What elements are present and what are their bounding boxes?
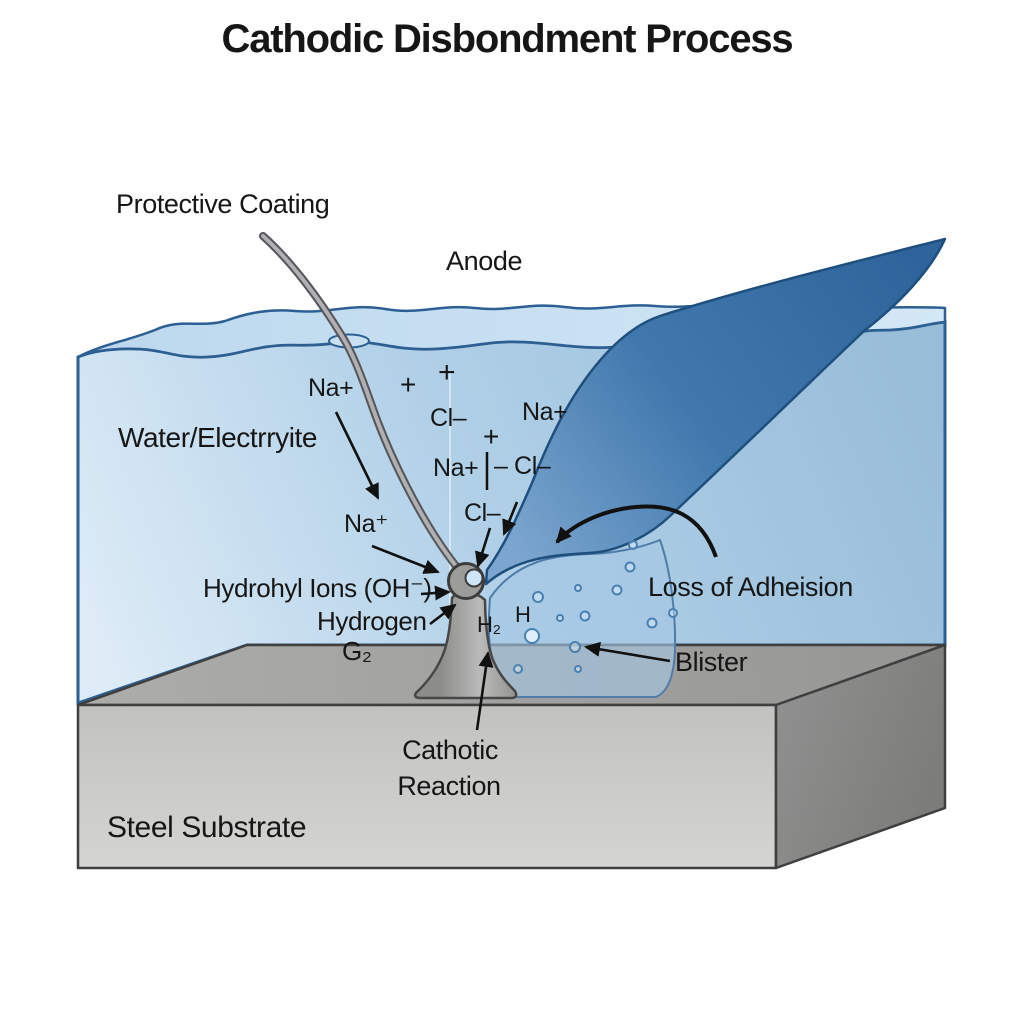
hydroxyl-arrow: [420, 585, 451, 601]
na-ion-3: Na+: [433, 454, 479, 482]
water-electrolyte-label: Water/Electrryite: [118, 422, 318, 453]
substrate-side-face: [774, 643, 947, 870]
loss-of-adhesion-curved-arrow: [555, 504, 718, 558]
plus-sign-2: +: [438, 356, 456, 389]
plus-sign-1: +: [400, 369, 416, 400]
na-ion-4: Na⁺: [344, 510, 388, 538]
hydrogen-arrow: [429, 603, 457, 626]
hydroxyl-ions-label: Hydrohyl Ions (OH⁻): [203, 573, 432, 603]
protective-coating-label: Protective Coating: [116, 189, 330, 219]
blister-arrow: [584, 641, 671, 663]
na-to-defect-arrow: [371, 544, 440, 574]
blister-label: Blister: [675, 647, 748, 677]
cl-ion-1: Cl–: [430, 404, 467, 432]
na-migration-arrow: [334, 411, 380, 500]
loss-of-adhesion-label: Loss of Adheision: [648, 572, 853, 602]
h-label: H: [515, 602, 531, 627]
cl-arrow-1: [502, 501, 519, 536]
hydrogen-bubbles: [513, 540, 678, 674]
h2-label: H₂: [477, 612, 501, 637]
cathodic-reaction-label-line2: Reaction: [397, 771, 501, 801]
steel-substrate-label: Steel Substrate: [107, 811, 307, 844]
anode-wire: [259, 232, 460, 570]
hydrogen-label: Hydrogen: [317, 606, 427, 636]
defect-circle: [447, 562, 485, 600]
coating-flap: [484, 237, 947, 586]
defect-column: [413, 591, 518, 700]
anode-label: Anode: [446, 246, 523, 276]
annotation-arrows: [334, 411, 718, 731]
na-ion-1: Na+: [308, 374, 354, 402]
cathodic-reaction-arrow: [475, 651, 494, 731]
cathodic-reaction-label-line1: Cathotic: [402, 735, 498, 765]
plus-sign-3: +: [483, 421, 499, 452]
na-ion-2: Na+: [522, 398, 568, 426]
cl-ion-2: Cl–: [464, 499, 501, 527]
minus-cl-ion: – Cl–: [494, 452, 551, 480]
cl-arrow-2: [475, 527, 492, 568]
diagram-title: Cathodic Disbondment Process: [221, 17, 794, 61]
hydrogen-gas-label: G₂: [342, 636, 372, 666]
